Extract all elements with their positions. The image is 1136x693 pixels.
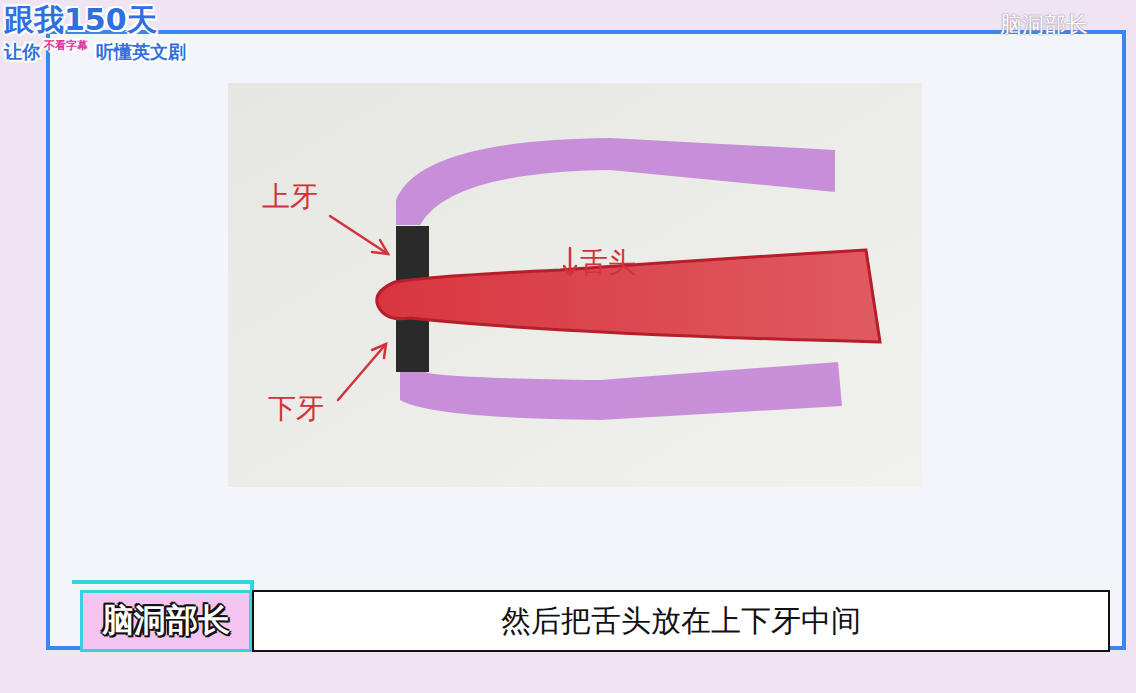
subtitle-text: 然后把舌头放在上下牙中间 [501, 601, 861, 642]
watermark: 脑洞部长 [1000, 10, 1088, 40]
series-subtitle: 让你 [4, 40, 40, 64]
part-label: 上牙 [262, 178, 318, 216]
series-subtitle: 听懂英文剧 [96, 40, 186, 64]
speaker-tag: 脑洞部长 [80, 590, 252, 652]
part-label: 舌头 [580, 244, 636, 282]
series-title: 跟我150天 [4, 0, 157, 41]
speaker-name: 脑洞部长 [102, 599, 230, 643]
subtitle-box: 然后把舌头放在上下牙中间 [252, 590, 1110, 652]
part-label: 下牙 [268, 390, 324, 428]
series-subtitle: 不看字幕 [44, 38, 88, 53]
